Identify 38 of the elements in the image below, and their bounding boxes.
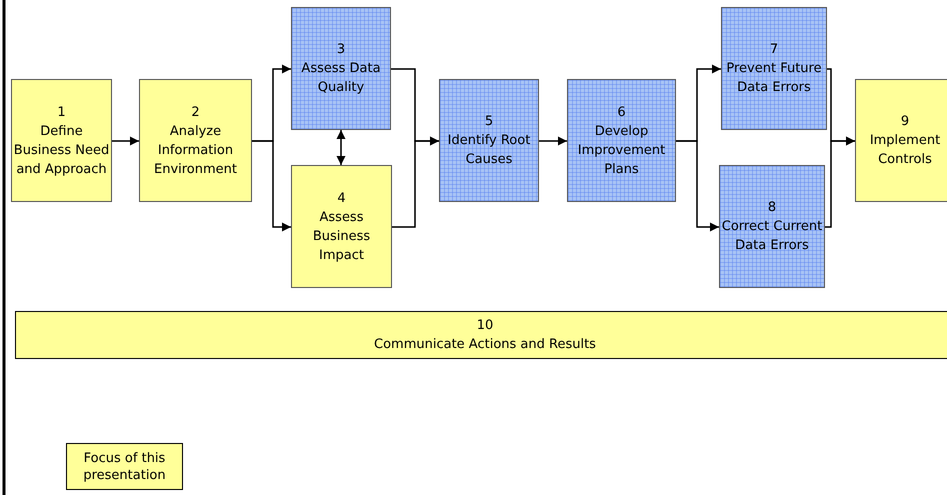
focus-step-box	[719, 165, 825, 288]
step-box	[291, 165, 392, 288]
arrow	[252, 140, 291, 232]
step-number: 2	[191, 104, 200, 122]
step-number: 8	[768, 199, 776, 217]
step-label: Develop Improvement Plans	[576, 122, 666, 178]
step-number: 4	[337, 190, 346, 208]
step-label: Assess Data Quality	[300, 60, 382, 97]
step-number: 1	[57, 104, 66, 122]
step-number: 6	[617, 104, 626, 122]
double-arrow	[336, 130, 346, 165]
arrow	[676, 140, 719, 232]
focus-step-box	[291, 7, 391, 130]
arrow	[539, 136, 567, 146]
arrow	[392, 136, 439, 228]
step-number: 7	[770, 41, 778, 59]
step-label: Assess Business Impact	[312, 208, 372, 264]
step-label: Correct Current Data Errors	[720, 218, 824, 255]
arrow	[112, 136, 139, 146]
step-label: Identify Root Causes	[446, 132, 532, 169]
step-box	[11, 79, 112, 202]
step-number: 5	[484, 113, 494, 131]
step-label: Prevent Future Data Errors	[725, 60, 823, 97]
step-number: 3	[336, 41, 346, 59]
step-label: Define Business Need and Approach	[12, 122, 110, 178]
step-number: 10	[476, 317, 494, 335]
step-label: Communicate Actions and Results	[374, 336, 596, 354]
arrow	[825, 136, 855, 228]
step-box	[855, 79, 947, 202]
legend-label: Focus of this presentation	[82, 450, 167, 484]
focus-step-box	[567, 79, 676, 202]
step-number: 9	[900, 113, 910, 131]
step-label: Implement Controls	[868, 132, 942, 169]
step-box	[139, 79, 252, 202]
step-band	[15, 311, 947, 359]
focus-step-box	[439, 79, 539, 202]
focus-step-box	[721, 7, 827, 130]
step-label: Analyze Information Environment	[152, 122, 238, 178]
